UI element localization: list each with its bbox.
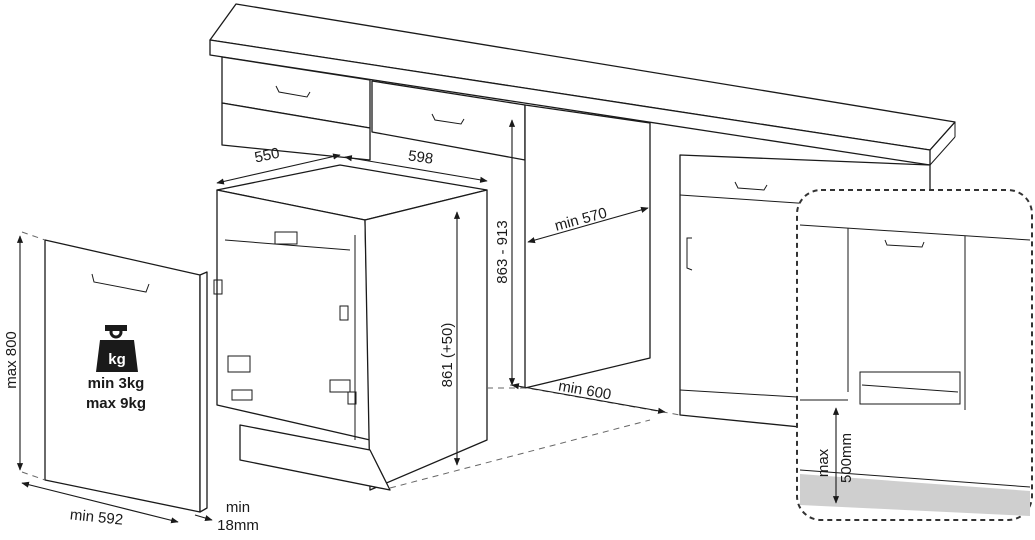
plinth — [800, 474, 1030, 516]
weight-kg-icon: kg — [96, 325, 138, 372]
dimension-lines — [16, 119, 666, 524]
label-panel-width: min 592 — [69, 506, 124, 528]
label-panel-thickness-bottom: 18mm — [217, 517, 259, 534]
label-panel-thickness-top: min — [226, 499, 250, 516]
label-niche-width: min 600 — [557, 378, 613, 404]
label-appliance-height: 861 (+50) — [439, 323, 456, 388]
inset-handle — [884, 239, 925, 248]
dishwasher-base — [239, 424, 391, 491]
label-depth: 550 — [253, 145, 281, 167]
weight-min: min 3kg — [88, 375, 145, 392]
door-panel-edge — [199, 271, 208, 513]
right-cabinet-side — [524, 104, 651, 389]
dimension-labels: max 800 min 592 min 18mm 550 598 861 (+5… — [3, 145, 613, 534]
dishwasher-side — [216, 189, 371, 441]
label-plinth-bottom: 500mm — [838, 433, 855, 483]
weight-icon-label: kg — [108, 351, 126, 368]
detail-inset: max 500mm — [796, 189, 1033, 521]
door-handle — [91, 273, 150, 293]
label-panel-height: max 800 — [3, 331, 20, 389]
door-panel: kg min 3kg max 9kg — [44, 239, 208, 513]
label-width: 598 — [407, 147, 434, 167]
dishwasher-front — [364, 189, 488, 491]
label-counter-height: 863 - 913 — [494, 220, 511, 283]
weight-max: max 9kg — [86, 395, 146, 412]
label-plinth-top: max — [815, 448, 832, 477]
